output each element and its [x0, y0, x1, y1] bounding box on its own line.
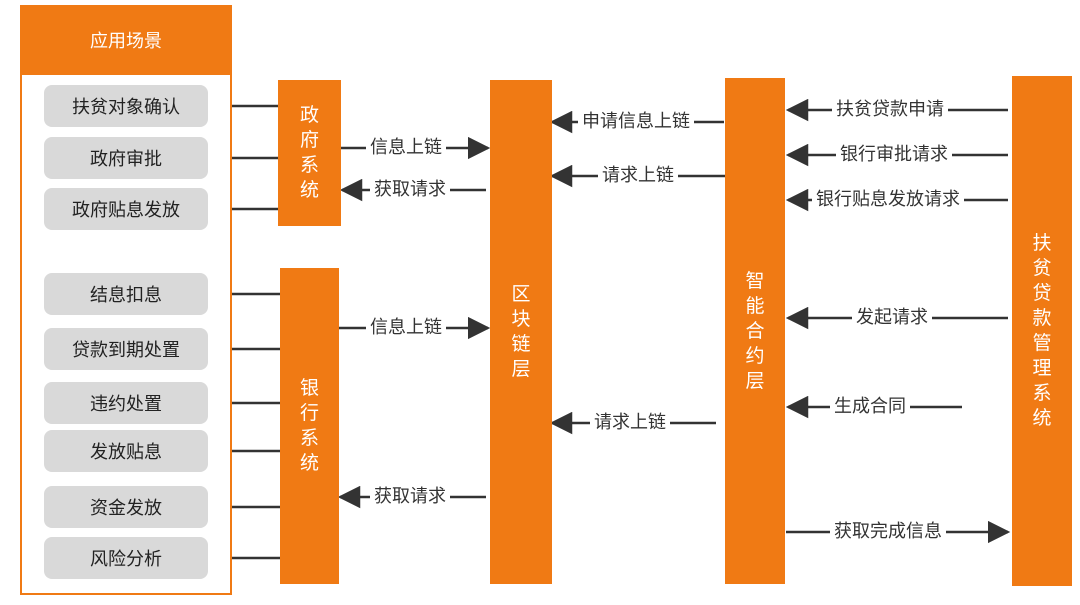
scenario-item: 政府审批: [44, 137, 208, 179]
label-gov-get-request: 获取请求: [370, 178, 450, 202]
scenario-item: 扶贫对象确认: [44, 85, 208, 127]
label-bank-subsidy-request: 银行贴息发放请求: [812, 188, 964, 212]
label-request-upload-1: 请求上链: [598, 164, 678, 188]
label-initiate-request: 发起请求: [852, 306, 932, 330]
scenario-item: 资金发放: [44, 486, 208, 528]
loan-management-system-label: 扶贫贷款管理系统: [1032, 232, 1052, 429]
smart-contract-layer-box: 智能合约层: [725, 78, 785, 584]
blockchain-layer-label: 区块链层: [511, 283, 531, 380]
bank-system-box: 银行系统: [280, 268, 339, 584]
label-bank-get-request: 获取请求: [370, 485, 450, 509]
scenario-item: 风险分析: [44, 537, 208, 579]
smart-contract-layer-label: 智能合约层: [745, 269, 765, 392]
loan-management-system-box: 扶贫贷款管理系统: [1012, 76, 1072, 586]
bank-system-label: 银行系统: [299, 377, 319, 474]
label-gov-info-upload: 信息上链: [366, 136, 446, 160]
government-system-label: 政府系统: [299, 104, 319, 201]
blockchain-layer-box: 区块链层: [490, 80, 552, 584]
scenario-item: 政府贴息发放: [44, 188, 208, 230]
label-bank-approval-request: 银行审批请求: [836, 143, 952, 167]
label-loan-apply: 扶贫贷款申请: [832, 98, 948, 122]
government-system-box: 政府系统: [278, 80, 341, 226]
scenario-panel-title: 应用场景: [20, 5, 232, 75]
scenario-item: 贷款到期处置: [44, 328, 208, 370]
label-bank-info-upload: 信息上链: [366, 316, 446, 340]
label-request-upload-2: 请求上链: [590, 411, 670, 435]
label-apply-info-upload: 申请信息上链: [578, 110, 694, 134]
scenario-item: 发放贴息: [44, 430, 208, 472]
scenario-item: 结息扣息: [44, 273, 208, 315]
label-generate-contract: 生成合同: [830, 395, 910, 419]
scenario-item: 违约处置: [44, 382, 208, 424]
label-get-completion-info: 获取完成信息: [830, 520, 946, 544]
